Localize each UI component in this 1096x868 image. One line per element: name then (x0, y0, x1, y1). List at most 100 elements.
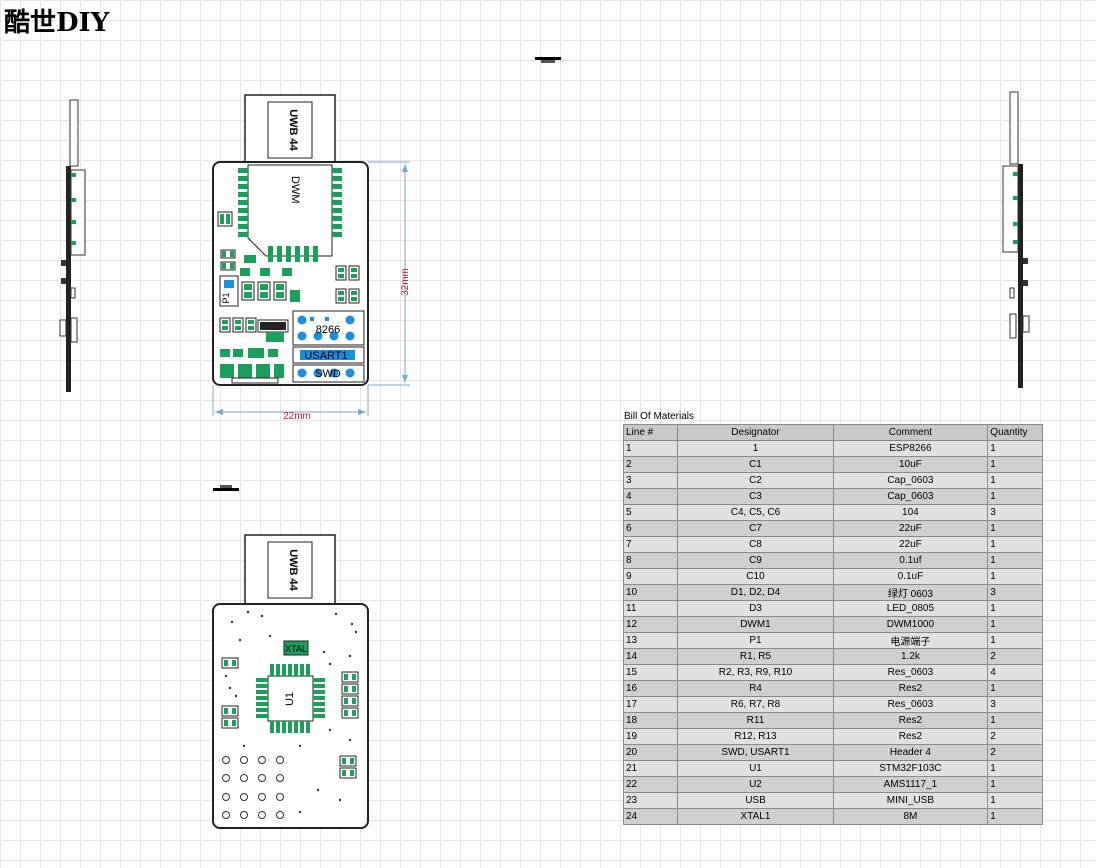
bottom-vias (224, 610, 358, 814)
bom-cell-line: 11 (622, 600, 679, 617)
bom-cell-designator: C7 (677, 520, 834, 537)
bom-cell-comment: Res2 (832, 728, 989, 745)
top-antenna-label: UWB 44 (287, 109, 299, 151)
bom-cell-line: 14 (622, 648, 679, 665)
brand-title: 酷世DIY (4, 8, 110, 38)
bom-header-row: Line # Designator Comment Quantity (622, 424, 1043, 441)
usart1-header: USART1 (292, 346, 365, 364)
width-dimension-label: 22mm (283, 411, 311, 422)
bom-cell-quantity: 1 (987, 792, 1043, 809)
bom-cell-comment: 22uF (832, 520, 989, 537)
bom-cell-comment: 104 (832, 504, 989, 521)
bom-cell-line: 10 (622, 584, 679, 601)
bom-cell-quantity: 1 (987, 808, 1043, 825)
bom-header-line: Line # (622, 424, 679, 441)
dwm-module-label: DWM (289, 176, 301, 204)
bom-cell-designator: C10 (677, 568, 834, 585)
bom-cell-quantity: 1 (987, 712, 1043, 729)
bom-cell-line: 5 (622, 504, 679, 521)
bom-cell-comment: 绿灯 0603 (832, 584, 989, 601)
side-view-right (1002, 91, 1030, 388)
bom-cell-comment: DWM1000 (832, 616, 989, 633)
bom-cell-designator: C8 (677, 536, 834, 553)
bottom-through-holes (222, 756, 284, 819)
bom-cell-comment: 22uF (832, 536, 989, 553)
height-dimension-label: 32mm (400, 268, 411, 296)
bom-cell-line: 24 (622, 808, 679, 825)
bom-cell-quantity: 3 (987, 696, 1043, 713)
bom-cell-line: 23 (622, 792, 679, 809)
bom-cell-quantity: 3 (987, 584, 1043, 601)
bom-cell-quantity: 2 (987, 728, 1043, 745)
bom-cell-comment: Cap_0603 (832, 488, 989, 505)
swd-header: SWD (292, 364, 365, 383)
bom-cell-line: 19 (622, 728, 679, 745)
bom-cell-quantity: 1 (987, 536, 1043, 553)
bom-cell-quantity: 1 (987, 552, 1043, 569)
u1-label: U1 (284, 692, 296, 706)
bom-cell-comment: 8M (832, 808, 989, 825)
bom-cell-line: 17 (622, 696, 679, 713)
bom-cell-designator: U2 (677, 776, 834, 793)
bom-cell-comment: Res_0603 (832, 664, 989, 681)
bom-cell-quantity: 1 (987, 456, 1043, 473)
bom-cell-quantity: 3 (987, 504, 1043, 521)
bom-cell-quantity: 1 (987, 776, 1043, 793)
bom-cell-designator: C9 (677, 552, 834, 569)
bottom-passives (221, 657, 359, 779)
bom-cell-designator: U1 (677, 760, 834, 777)
bom-cell-line: 7 (622, 536, 679, 553)
bom-cell-quantity: 1 (987, 680, 1043, 697)
bom-cell-designator: C4, C5, C6 (677, 504, 834, 521)
dimension-height: 32mm (368, 161, 411, 386)
bom-cell-designator: C2 (677, 472, 834, 489)
bom-cell-designator: R6, R7, R8 (677, 696, 834, 713)
bom-cell-quantity: 4 (987, 664, 1043, 681)
bom-cell-quantity: 1 (987, 520, 1043, 537)
bom-cell-designator: D1, D2, D4 (677, 584, 834, 601)
bom-cell-line: 3 (622, 472, 679, 489)
bom-cell-designator: R12, R13 (677, 728, 834, 745)
bom-cell-comment: MINI_USB (832, 792, 989, 809)
bom-cell-quantity: 2 (987, 648, 1043, 665)
bom-title: Bill Of Materials (624, 411, 695, 422)
bom-header-quantity: Quantity (987, 424, 1043, 441)
usart1-label: USART1 (304, 350, 347, 362)
bom-cell-designator: C3 (677, 488, 834, 505)
bom-cell-quantity: 2 (987, 744, 1043, 761)
bom-cell-line: 12 (622, 616, 679, 633)
bom-cell-line: 22 (622, 776, 679, 793)
bom-cell-designator: DWM1 (677, 616, 834, 633)
swd-label: SWD (315, 368, 341, 380)
bom-cell-line: 9 (622, 568, 679, 585)
bom-header-designator: Designator (677, 424, 834, 441)
bom-cell-designator: XTAL1 (677, 808, 834, 825)
bottom-antenna-label: UWB 44 (287, 549, 299, 591)
bottom-board-view: UWB 44 XTAL (212, 534, 369, 829)
bom-cell-comment: 10uF (832, 456, 989, 473)
bom-cell-designator: R2, R3, R9, R10 (677, 664, 834, 681)
esp8266-label: 8266 (316, 324, 340, 336)
bom-cell-designator: R4 (677, 680, 834, 697)
bom-cell-comment: 电源端子 (832, 632, 989, 649)
